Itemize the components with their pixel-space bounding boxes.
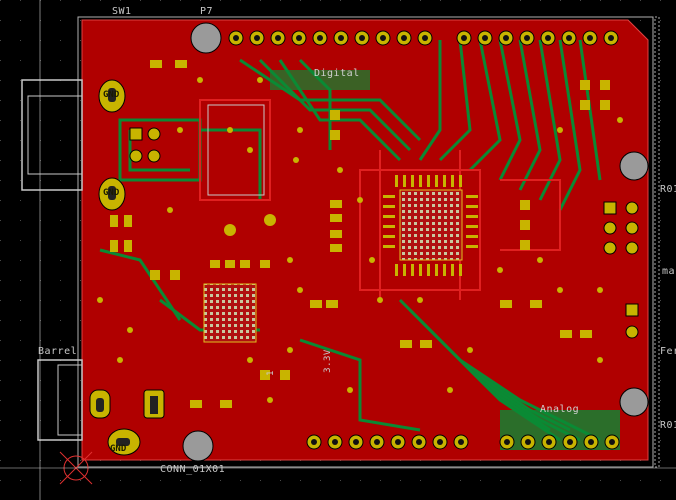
label-ma: ma	[662, 266, 676, 277]
label-barrel: Barrel	[38, 346, 78, 357]
label-analog: Analog	[540, 404, 580, 415]
label-r01-b: R01	[660, 420, 676, 431]
label-gnd-mid: GND	[103, 188, 120, 198]
label-p7: P7	[200, 6, 214, 17]
main-mcu	[399, 189, 463, 261]
header-digital-pins	[228, 30, 619, 46]
icsp-header	[603, 201, 639, 339]
label-sw1: SW1	[112, 6, 132, 17]
label-one: 1	[265, 370, 276, 376]
mounting-holes	[182, 22, 649, 462]
label-digital: Digital	[314, 68, 360, 79]
label-3v3: 3.3V	[322, 349, 333, 373]
smd-pads	[110, 60, 610, 408]
label-r01-a: R01	[660, 184, 676, 195]
sot-ic	[207, 104, 265, 196]
label-conn: CONN_01X01	[160, 464, 226, 475]
vias	[97, 77, 623, 403]
label-fer: Fer	[660, 346, 676, 357]
label-gnd-top: GND	[103, 90, 120, 100]
label-gnd-bottom: GND	[110, 444, 127, 454]
usb-ic	[203, 283, 257, 343]
